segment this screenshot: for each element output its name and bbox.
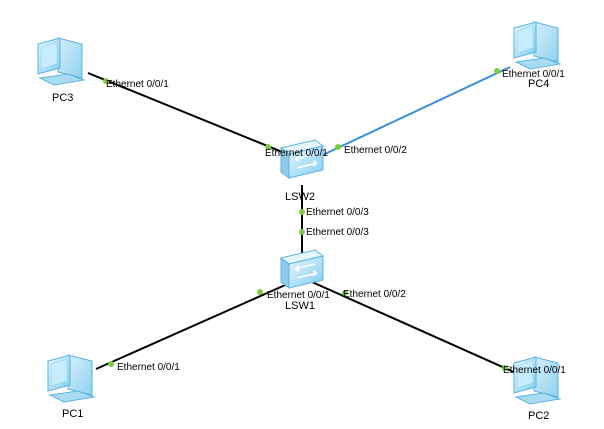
pc4-icon[interactable] <box>513 21 561 70</box>
port-label-lsw2-eth001: Ethernet 0/0/1 <box>265 148 328 159</box>
port-dot <box>299 209 305 215</box>
link-lsw1-pc2[interactable] <box>311 281 517 374</box>
link-lsw1-pc1[interactable] <box>95 281 293 370</box>
port-dot <box>257 289 263 295</box>
port-label-pc3-eth001: Ethernet 0/0/1 <box>106 79 169 90</box>
port-dot <box>494 68 500 74</box>
port-label-lsw1-eth003: Ethernet 0/0/3 <box>306 227 369 238</box>
pc2-name: PC2 <box>528 410 550 422</box>
lsw1-name: LSW1 <box>285 300 315 312</box>
port-label-pc2-eth001: Ethernet 0/0/1 <box>503 365 566 376</box>
port-label-lsw2-eth003: Ethernet 0/0/3 <box>306 207 369 218</box>
port-label-lsw1-eth002: Ethernet 0/0/2 <box>343 289 406 300</box>
port-dot <box>502 365 508 371</box>
port-label-pc4-eth001: Ethernet 0/0/1 <box>502 69 565 80</box>
port-dots <box>103 68 508 371</box>
link-pc4-lsw2[interactable] <box>311 66 511 161</box>
pc3-icon[interactable] <box>37 37 85 86</box>
pc4-name: PC4 <box>528 78 550 90</box>
port-label-pc1-eth001: Ethernet 0/0/1 <box>117 362 180 373</box>
pc1-icon[interactable] <box>47 354 95 403</box>
port-label-lsw2-eth002: Ethernet 0/0/2 <box>344 145 407 156</box>
port-dot <box>299 229 305 235</box>
port-label-lsw1-eth001: Ethernet 0/0/1 <box>267 290 330 301</box>
port-dot <box>335 144 341 150</box>
pc1-name: PC1 <box>62 408 84 420</box>
lsw2-name: LSW2 <box>285 191 315 203</box>
lsw1-switch-icon[interactable] <box>280 249 324 289</box>
port-dot <box>342 290 348 296</box>
port-dot <box>108 361 114 367</box>
port-dot <box>103 78 109 84</box>
pc3-name: PC3 <box>52 92 74 104</box>
port-dot <box>265 144 271 150</box>
